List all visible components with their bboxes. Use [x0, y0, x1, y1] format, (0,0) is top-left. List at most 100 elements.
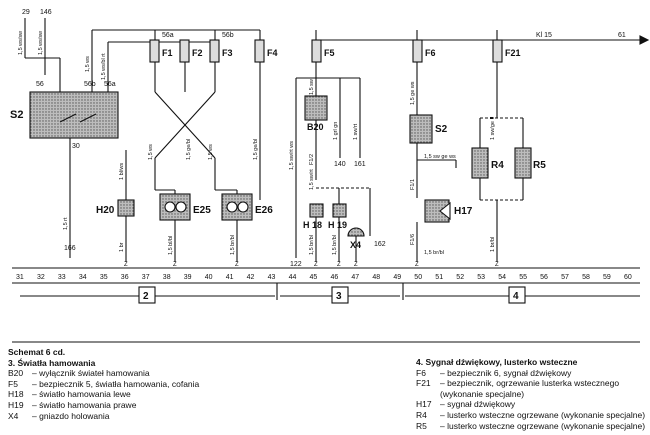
- wire-label: 1,5 br/bl: [309, 235, 315, 255]
- wire-label: 1,5 ws: [148, 144, 154, 160]
- component-h19: H 19: [328, 220, 347, 230]
- component-r4: R4: [491, 160, 504, 171]
- wire-label: 1,5 ge/bl: [253, 139, 259, 160]
- component-r5: R5: [533, 160, 546, 171]
- track-number: 56: [540, 274, 548, 281]
- legend-item-code: X4: [8, 410, 19, 421]
- terminal-56b-top: 56b: [222, 32, 234, 39]
- wire-label: 1,5 sw/rt ws: [289, 141, 295, 170]
- track-number: 38: [163, 274, 171, 281]
- input-146: 146: [40, 9, 52, 16]
- track-number: 31: [16, 274, 24, 281]
- track-number: 42: [247, 274, 255, 281]
- legend-item-text: – wyłącznik świateł hamowania: [32, 368, 150, 379]
- wire-label: 1,5 ge/bl: [186, 139, 192, 160]
- track-number: 55: [519, 274, 527, 281]
- legend-item: H18– światło hamowania lewe: [8, 389, 308, 400]
- wire-label: 1 grl gn: [333, 122, 339, 140]
- section-ref-2: 2: [143, 291, 149, 302]
- input-29: 29: [22, 9, 30, 16]
- wire-label: 1 bl/ws: [119, 163, 125, 180]
- fuse-label-f3: F3: [222, 48, 233, 58]
- legend-item-text: – bezpiecznik 5, światła hamowania, cofa…: [32, 378, 200, 389]
- wire-label: 1 br/bl: [490, 237, 496, 252]
- legend-item-code: F5: [8, 378, 18, 389]
- legend-left: Schemat 6 cd. 3. Światła hamowania B20– …: [8, 347, 308, 421]
- component-h17: H17: [454, 206, 473, 217]
- section-ref-3: 3: [336, 291, 342, 302]
- track-number: 49: [393, 274, 401, 281]
- wire-label: 1 sw/ge II: [490, 116, 496, 140]
- ground-label: Z: [314, 262, 318, 268]
- wire-label: 1,5 ws/bl rt: [101, 53, 107, 80]
- legend-title: Schemat 6 cd.: [8, 347, 66, 357]
- wire-label: 1,5 ws: [208, 144, 214, 160]
- ref-122: 122: [290, 261, 302, 268]
- legend-item: F5 – bezpiecznik 5, światła hamowania, co…: [8, 379, 308, 390]
- track-number: 44: [289, 274, 297, 281]
- ref-166: 166: [64, 245, 76, 252]
- component-x4: X4: [350, 240, 361, 250]
- track-number: 41: [226, 274, 234, 281]
- component-s2: S2: [10, 109, 23, 121]
- terminal-30: 30: [72, 143, 80, 150]
- legend-item: X4– gniazdo holowania: [8, 411, 308, 422]
- legend-item: H19– światło hamowania prawe: [8, 400, 308, 411]
- component-h18: H 18: [303, 220, 322, 230]
- track-number: 33: [58, 274, 66, 281]
- component-b20: B20: [307, 122, 324, 132]
- fuse-label-f2: F2: [192, 48, 203, 58]
- track-number: 53: [477, 274, 485, 281]
- wire-label: 1 br: [119, 242, 125, 252]
- component-s2-horn: S2: [435, 124, 448, 135]
- legend-item: F21– bezpiecznik, ogrzewanie lusterka ws…: [416, 378, 646, 389]
- section-ref-4: 4: [513, 291, 519, 302]
- legend-item: R5– lusterko wsteczne ogrzewane (wykonan…: [416, 421, 646, 432]
- fuse-label-f1: F1: [162, 48, 173, 58]
- legend-right: 4. Sygnał dźwiękowy, lusterko wsteczne F…: [416, 357, 646, 431]
- ref-162: 162: [374, 241, 386, 248]
- ground-label: Z: [173, 262, 177, 268]
- fuse-label-f4: F4: [267, 48, 278, 58]
- fuse-label-f5: F5: [324, 48, 335, 58]
- legend-item-code: R5: [416, 420, 427, 431]
- wire-label: 1,5 br/bl: [332, 235, 338, 255]
- wire-label: 1,5 sw: [309, 79, 315, 95]
- wire-label: F1/6: [410, 234, 416, 245]
- legend-item-text: – sygnał dźwiękowy: [440, 399, 516, 410]
- track-number: 48: [372, 274, 380, 281]
- fuse-label-f6: F6: [425, 48, 436, 58]
- component-e26: E26: [255, 205, 273, 216]
- component-e25: E25: [193, 205, 211, 216]
- ground-label: Z: [235, 262, 239, 268]
- legend-item-text: (wykonanie specjalne): [440, 388, 525, 399]
- terminal-56a-top: 56a: [162, 32, 174, 39]
- ground-label: Z: [337, 262, 341, 268]
- track-number: 50: [414, 274, 422, 281]
- track-number: 36: [121, 274, 129, 281]
- track-number: 58: [582, 274, 590, 281]
- component-h20: H20: [96, 205, 115, 216]
- ground-label: Z: [495, 262, 499, 268]
- legend-item-text: – bezpiecznik, ogrzewanie lusterka wstec…: [440, 378, 620, 389]
- wire-label: 1,5 ws: [85, 56, 91, 72]
- ground-label: Z: [124, 262, 128, 268]
- track-number: 59: [603, 274, 611, 281]
- wire-label: F1/2: [309, 154, 315, 165]
- ref-140: 140: [334, 161, 346, 168]
- track-number: 34: [79, 274, 87, 281]
- legend-item-code: H18: [8, 389, 24, 400]
- kl15-end-number: 61: [618, 32, 626, 39]
- track-number: 57: [561, 274, 569, 281]
- track-number: 52: [456, 274, 464, 281]
- legend-item: H17– sygnał dźwiękowy: [416, 399, 646, 410]
- track-number: 43: [268, 274, 276, 281]
- track-number: 47: [351, 274, 359, 281]
- legend-item-code: H19: [8, 399, 24, 410]
- wire-label: 1 sw/rt: [353, 123, 359, 140]
- wire-label: 1,5 sw ge ws: [424, 154, 456, 160]
- wire-label: 1,5 ws/sw: [18, 31, 24, 55]
